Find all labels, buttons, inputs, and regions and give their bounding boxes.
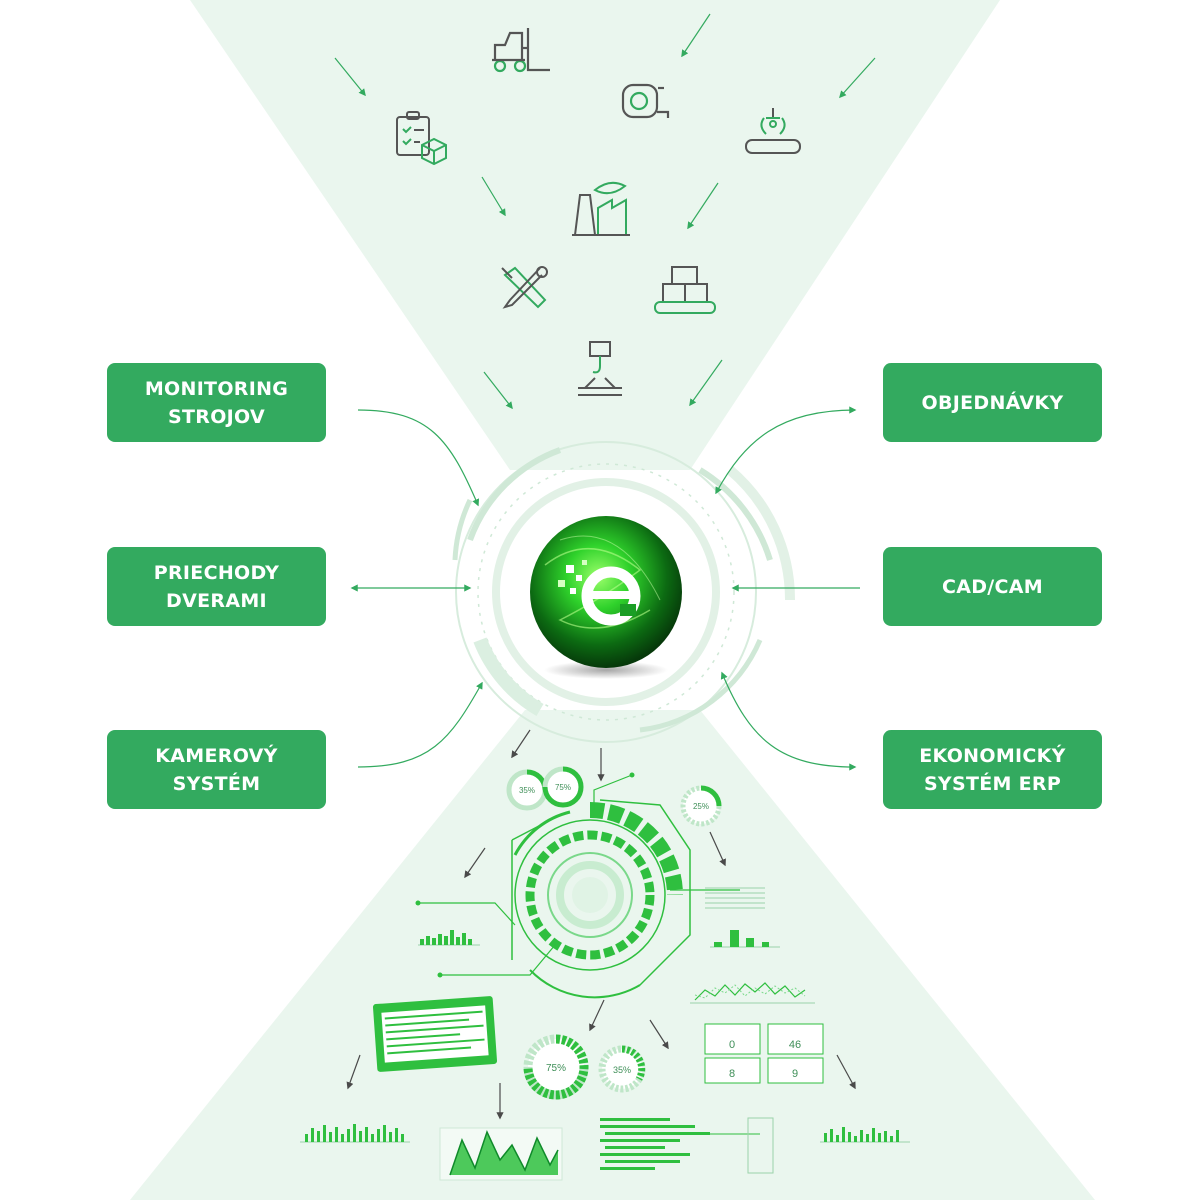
gauge-bottom-left <box>523 1034 589 1100</box>
spreadsheet-window <box>372 996 498 1072</box>
kamerovy-system-label: KAMEROVÝ SYSTÉM <box>155 744 278 795</box>
gauge-top-mid <box>542 766 584 808</box>
monitoring-strojov-box: MONITORING STROJOV <box>107 363 326 442</box>
mini-table-right <box>705 887 765 909</box>
gauge-bottom-right-label: 35% <box>613 1065 631 1075</box>
kpi-card-3-value: 8 <box>729 1068 735 1080</box>
gauge-top-right <box>680 785 722 827</box>
objednavky-box: OBJEDNÁVKY <box>883 363 1102 442</box>
bottom-area-chart <box>439 1127 563 1181</box>
priechody-dverami-label: PRIECHODY DVERAMI <box>153 561 280 612</box>
hammer-wrench-icon <box>501 266 548 309</box>
bottom-bar-chart-left <box>300 1124 410 1143</box>
mini-bar-chart-right <box>710 930 780 948</box>
crane-hook-icon <box>578 341 622 396</box>
gauge-top-right-label: 25% <box>693 802 709 811</box>
mini-line-chart <box>690 982 815 1004</box>
ekonomicky-system-erp-label: EKONOMICKÝ SYSTÉM ERP <box>919 744 1066 795</box>
kpi-card-4-value: 9 <box>792 1068 798 1080</box>
ekonomicky-system-erp-box: EKONOMICKÝ SYSTÉM ERP <box>883 730 1102 809</box>
gauge-bottom-left-label: 75% <box>546 1063 566 1074</box>
clipboard-box-icon <box>396 111 447 166</box>
kpi-cards <box>704 1023 824 1084</box>
eco-factory-icon <box>572 181 630 236</box>
gauge-top-mid-label: 75% <box>555 783 571 792</box>
connector-arrows <box>350 406 860 771</box>
robot-gripper-conveyor-icon <box>745 108 801 154</box>
erp-sphere-logo-icon <box>530 516 682 668</box>
tape-measure-icon <box>621 83 670 119</box>
gauge-bottom-right <box>598 1045 646 1093</box>
output-arrows <box>346 729 856 1120</box>
bottom-bar-chart-right <box>820 1127 910 1143</box>
monitoring-strojov-label: MONITORING STROJOV <box>144 377 289 428</box>
bottom-gantt-chart <box>600 1117 774 1174</box>
sphere-shadow <box>544 661 668 679</box>
mini-bar-chart-left <box>418 930 480 946</box>
package-conveyor-icon <box>654 266 716 314</box>
hub-rings <box>452 441 796 743</box>
objednavky-label: OBJEDNÁVKY <box>921 391 1064 414</box>
kamerovy-system-box: KAMEROVÝ SYSTÉM <box>107 730 326 809</box>
gauge-top-left-label: 35% <box>519 786 535 795</box>
kpi-card-2-value: 46 <box>789 1039 801 1051</box>
kpi-card-1-value: 0 <box>729 1039 735 1051</box>
cad-cam-box: CAD/CAM <box>883 547 1102 626</box>
cad-cam-label: CAD/CAM <box>941 575 1043 598</box>
input-arrows <box>334 13 876 410</box>
priechody-dverami-box: PRIECHODY DVERAMI <box>107 547 326 626</box>
dashboard-hub-graphic <box>415 772 740 999</box>
forklift-icon <box>492 28 550 73</box>
gauge-top-left <box>506 769 548 811</box>
